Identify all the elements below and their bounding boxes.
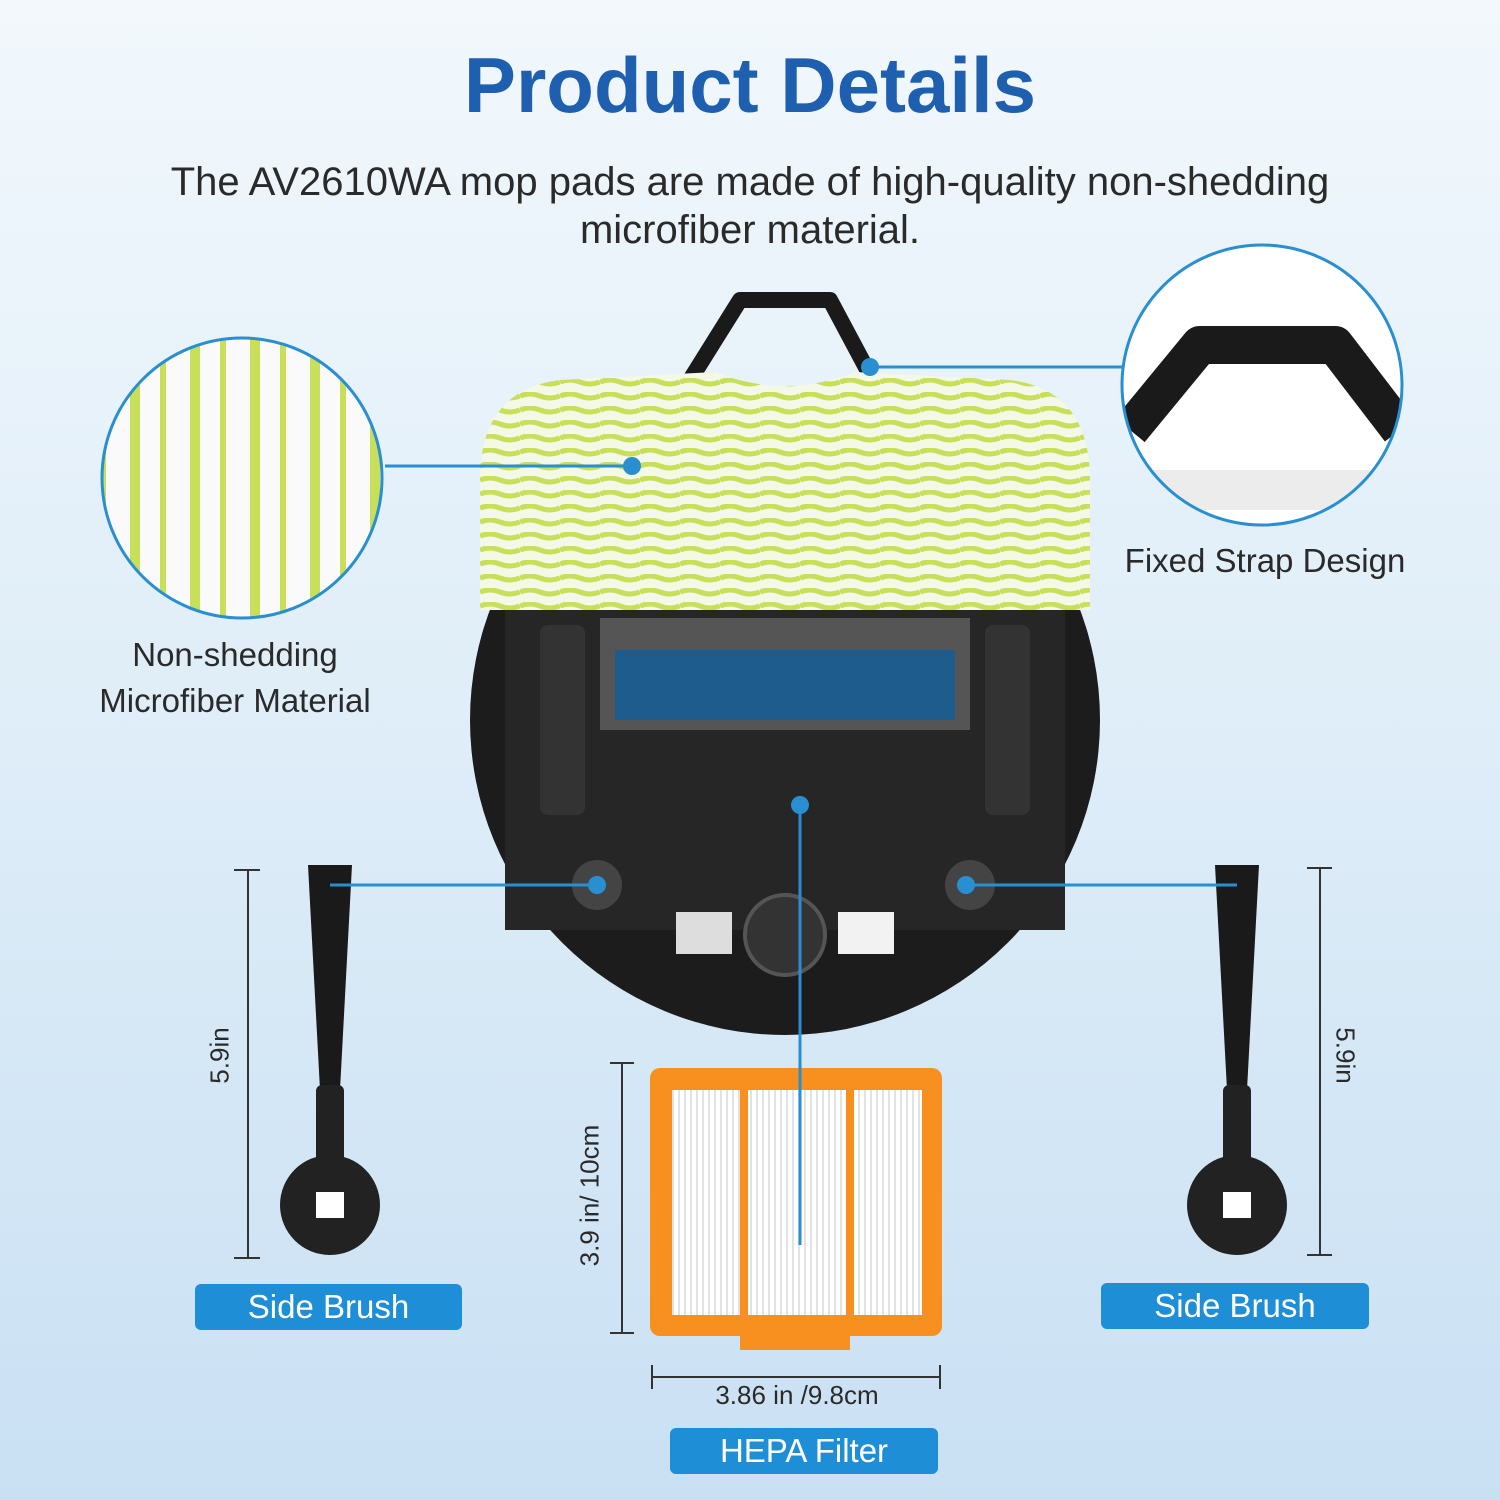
strap-caption: Fixed Strap Design <box>1124 542 1406 579</box>
side-brush-right-dimension: 5.9in <box>1330 1027 1361 1084</box>
strap-handle <box>683 292 878 385</box>
hepa-filter-image <box>650 1068 942 1350</box>
hepa-height-dimension: 3.9 in/ 10cm <box>574 1124 605 1267</box>
microfiber-closeup <box>102 338 382 618</box>
side-brush-left-dimension: 5.9in <box>204 1027 235 1084</box>
mop-pad <box>480 372 1090 610</box>
side-brush-right-image <box>1187 865 1287 1255</box>
side-brush-left-image <box>280 865 380 1255</box>
side-brush-right-label: Side Brush <box>1101 1283 1369 1329</box>
page-subtitle: The AV2610WA mop pads are made of high-q… <box>170 160 1330 252</box>
page-title: Product Details <box>463 41 1037 129</box>
microfiber-caption-line2: Microfiber Material <box>99 682 371 719</box>
microfiber-caption-line1: Non-shedding <box>132 636 338 673</box>
hepa-width-dimension: 3.86 in /9.8cm <box>715 1380 879 1410</box>
side-brush-left-label: Side Brush <box>195 1284 462 1330</box>
strap-closeup <box>1122 245 1402 525</box>
microfiber-caption: Non-shedding Microfiber Material <box>60 632 410 724</box>
hepa-filter-label: HEPA Filter <box>670 1428 938 1474</box>
